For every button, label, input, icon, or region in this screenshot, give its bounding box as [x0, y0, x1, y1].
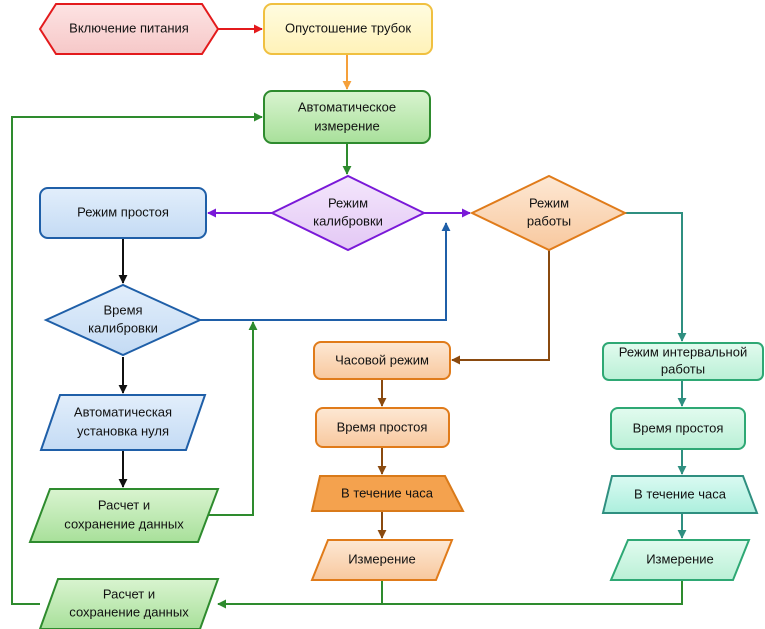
node-label-line-1: Расчет и: [103, 586, 155, 601]
node-label: Опустошение трубок: [285, 20, 411, 35]
rect-shape: [39, 187, 207, 239]
edge-work-to-hourly: [451, 250, 550, 365]
node-tube-empty: Опустошение трубок: [263, 3, 433, 55]
edge-calibtime-to-calib: [200, 222, 451, 321]
node-label: Время простоя: [337, 419, 428, 434]
diamond-shape: [43, 283, 203, 357]
node-calc-save-left: Расчет и сохранение данных: [28, 488, 220, 543]
diamond-shape: [469, 174, 628, 252]
node-idle-mode: Режим простоя: [39, 187, 207, 239]
node-label-line-1: Автоматическая: [74, 404, 172, 419]
node-label-line-1: Время: [103, 302, 142, 317]
node-label: Время простоя: [633, 420, 724, 435]
node-label-line-1: Расчет и: [98, 497, 150, 512]
parallelogram-shape: [310, 539, 454, 581]
parallelogram-shape: [39, 394, 207, 451]
node-hourly-mode: Часовой режим: [313, 341, 451, 380]
node-label-line-2: работы: [661, 361, 705, 376]
node-label-line-2: сохранение данных: [64, 516, 184, 531]
parallelogram-shape: [28, 488, 220, 543]
parallelogram-shape: [38, 578, 220, 629]
edge-measureright-to-calcbottom: [382, 580, 683, 605]
node-label-line-2: калибровки: [313, 213, 383, 228]
hexagon-shape: [38, 3, 220, 55]
trapezoid-shape: [310, 475, 465, 512]
node-label: В течение часа: [634, 486, 727, 501]
rect-shape: [313, 341, 451, 380]
node-label: Режим простоя: [77, 204, 169, 219]
rect-shape: [263, 90, 431, 144]
node-label-line-2: установка нуля: [77, 423, 169, 438]
node-auto-measure: Автоматическое измерение: [263, 90, 431, 144]
trapezoid-shape: [601, 475, 759, 514]
node-label-line-1: Режим интервальной: [619, 344, 747, 359]
node-label: Включение питания: [69, 20, 189, 35]
node-label-line-2: сохранение данных: [69, 604, 189, 619]
rect-shape: [610, 407, 746, 450]
node-idle-time-right: Время простоя: [610, 407, 746, 450]
node-power-on: Включение питания: [38, 3, 220, 55]
node-work-mode: Режим работы: [469, 174, 628, 252]
node-label: Часовой режим: [335, 352, 429, 367]
edges: [11, 24, 687, 609]
node-within-hour-right: В течение часа: [601, 475, 759, 514]
edge-calcleft-to-loop: [208, 321, 258, 516]
node-label-line-2: измерение: [314, 118, 380, 133]
node-label-line-2: работы: [527, 213, 571, 228]
rect-shape: [263, 3, 433, 55]
edge-work-to-interval: [625, 212, 687, 342]
edge-calcbottom-to-measure: [11, 112, 263, 605]
node-interval-mode: Режим интервальной работы: [602, 342, 764, 381]
node-calib-mode: Режим калибровки: [269, 174, 427, 252]
rect-shape: [602, 342, 764, 381]
node-idle-time-mid: Время простоя: [315, 407, 450, 448]
parallelogram-shape: [609, 539, 751, 581]
node-label-line-1: Режим: [529, 195, 569, 210]
diamond-shape: [269, 174, 427, 252]
node-label: Измерение: [646, 551, 714, 566]
rect-shape: [315, 407, 450, 448]
node-label: В течение часа: [341, 485, 434, 500]
node-measure-right: Измерение: [609, 539, 751, 581]
node-within-hour-mid: В течение часа: [310, 475, 465, 512]
node-calib-time: Время калибровки: [43, 283, 203, 357]
node-label-line-2: калибровки: [88, 320, 158, 335]
edge-measuremid-to-calcbottom: [217, 580, 383, 609]
node-label-line-1: Режим: [328, 195, 368, 210]
node-calc-save-bottom: Расчет и сохранение данных: [38, 578, 220, 629]
node-auto-zero: Автоматическая установка нуля: [39, 394, 207, 451]
node-label-line-1: Автоматическое: [298, 99, 396, 114]
node-label: Измерение: [348, 551, 416, 566]
node-measure-mid: Измерение: [310, 539, 454, 581]
